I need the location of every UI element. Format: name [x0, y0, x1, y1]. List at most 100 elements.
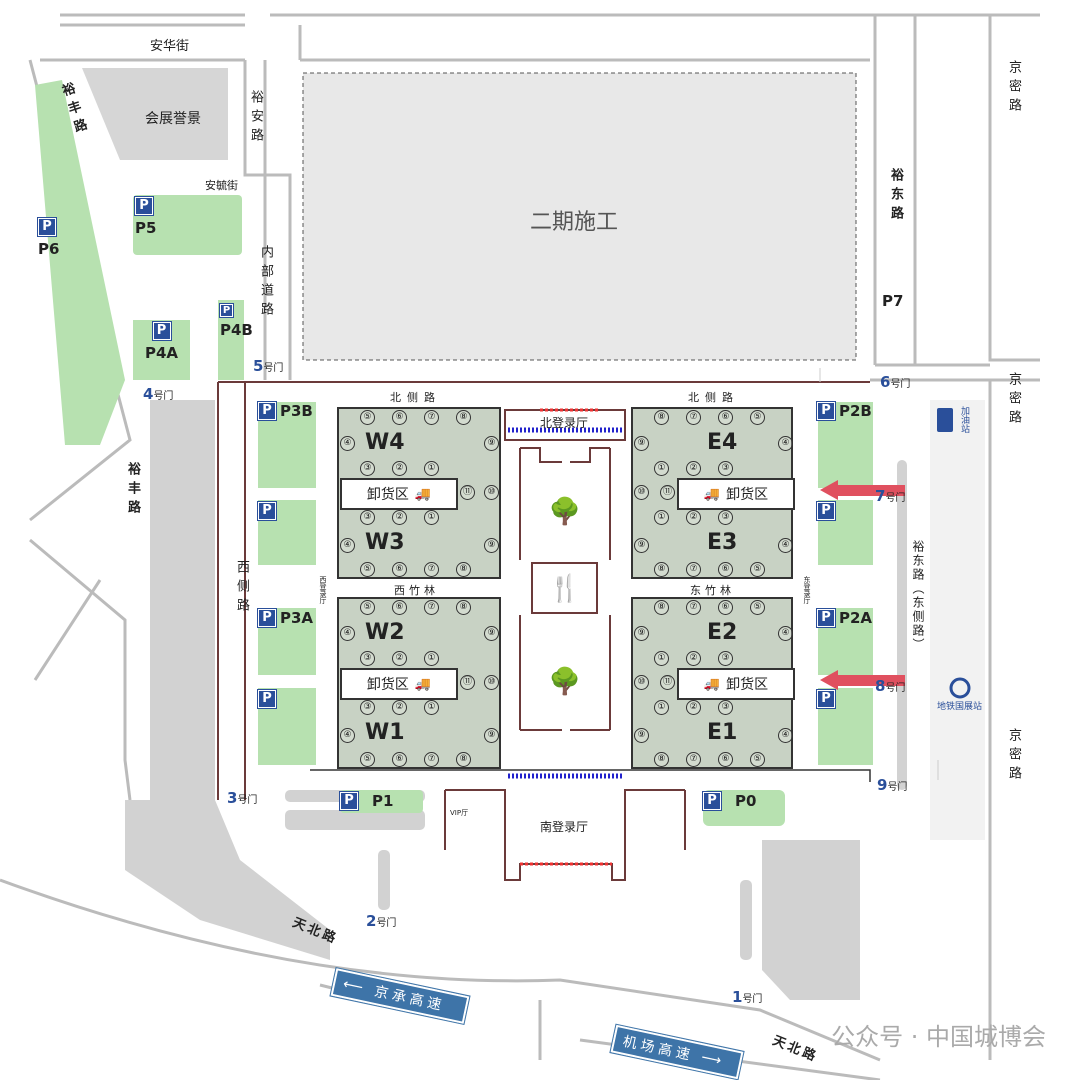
door-marker: ⑤	[360, 600, 375, 615]
door-marker: ③	[718, 651, 733, 666]
door-marker: ⑦	[686, 410, 701, 425]
truck-icon: 🚚	[703, 676, 721, 692]
gate-2[interactable]: 2号门	[366, 912, 396, 930]
gate-5[interactable]: 5号门	[253, 357, 283, 375]
door-marker: ⑧	[456, 562, 471, 577]
gate-number: 7	[875, 487, 886, 505]
unloading-area[interactable]: 🚚 卸货区	[677, 478, 795, 510]
door-marker: ②	[686, 510, 701, 525]
phase2-label: 二期施工	[530, 210, 619, 235]
parking-east-2[interactable]: P	[816, 501, 836, 521]
parking-west-4[interactable]: P	[257, 689, 277, 709]
parking-p7[interactable]: P7	[882, 292, 904, 310]
south-hall-label[interactable]: 南登录厅	[540, 820, 589, 834]
door-marker: ③	[360, 461, 375, 476]
hall-label-e4[interactable]: E4	[707, 430, 738, 455]
door-marker: ⑤	[750, 600, 765, 615]
parking-icon: P	[257, 608, 277, 628]
gate-3[interactable]: 3号门	[227, 789, 257, 807]
unloading-area[interactable]: 🚚 卸货区	[677, 668, 795, 700]
road-jingmi-2: 京密路	[1006, 372, 1021, 429]
door-marker: ②	[686, 700, 701, 715]
door-marker: ⑥	[392, 410, 407, 425]
door-marker: ①	[654, 461, 669, 476]
road-beice-e: 北侧路	[688, 391, 739, 404]
door-marker: ⑪	[460, 675, 475, 690]
unloading-label: 卸货区	[726, 487, 769, 503]
east-hall-label[interactable]: 东登录厅	[803, 576, 811, 604]
door-marker: ⑧	[654, 410, 669, 425]
door-marker: ⑦	[686, 752, 701, 767]
parking-label: P3A	[280, 609, 314, 627]
door-marker: ⑧	[654, 600, 669, 615]
gate-6[interactable]: 6号门	[880, 373, 910, 391]
gate-suffix: 号门	[742, 994, 763, 1005]
door-marker: ①	[424, 700, 439, 715]
parking-east-4[interactable]: P	[816, 689, 836, 709]
road-anhua: 安华街	[150, 39, 190, 54]
door-marker: ⑧	[654, 752, 669, 767]
door-marker: ③	[718, 510, 733, 525]
door-marker: ④	[340, 626, 355, 641]
gate-number: 5	[253, 357, 264, 375]
parking-p5-area	[133, 195, 242, 255]
door-marker: ⑥	[718, 562, 733, 577]
gas-station-icon	[937, 408, 953, 432]
gate-9[interactable]: 9号门	[877, 776, 907, 794]
hall-label-e3[interactable]: E3	[707, 530, 738, 555]
gate-number: 1	[732, 988, 743, 1006]
gate-7[interactable]: 7号门	[875, 487, 905, 505]
parking-west-2[interactable]: P	[257, 501, 277, 521]
door-marker: ⑨	[484, 538, 499, 553]
tree-icon: 🌳	[549, 495, 581, 527]
vip-label: VIP厅	[450, 809, 469, 817]
arrow-right-icon: ⟶	[699, 1049, 727, 1071]
door-marker: ①	[424, 510, 439, 525]
unloading-label: 卸货区	[726, 677, 769, 693]
metro-icon	[949, 677, 971, 699]
door-marker: ⑪	[460, 485, 475, 500]
truck-icon: 🚚	[703, 486, 721, 502]
door-marker: ③	[360, 651, 375, 666]
door-marker: ⑪	[660, 485, 675, 500]
door-marker: ④	[778, 436, 793, 451]
door-marker: ①	[424, 461, 439, 476]
door-marker: ②	[392, 461, 407, 476]
door-marker: ⑩	[634, 675, 649, 690]
parking-label: P2B	[839, 402, 872, 420]
door-marker: ⑤	[750, 752, 765, 767]
unloading-area[interactable]: 卸货区🚚	[340, 478, 458, 510]
hall-label-e1[interactable]: E1	[707, 720, 738, 745]
door-marker: ⑤	[360, 562, 375, 577]
parking-icon: P	[816, 501, 836, 521]
hall-label-w4[interactable]: W4	[365, 430, 405, 455]
parking-icon: P	[702, 791, 722, 811]
hall-label-e2[interactable]: E2	[707, 620, 738, 645]
hall-label-w1[interactable]: W1	[365, 720, 405, 745]
door-marker: ②	[686, 461, 701, 476]
gate-4[interactable]: 4号门	[143, 385, 173, 403]
watermark: 公众号 · 中国城博会	[831, 1023, 1046, 1051]
north-hall-label[interactable]: 北登录厅	[540, 416, 589, 430]
door-marker: ⑩	[484, 675, 499, 690]
gate-8[interactable]: 8号门	[875, 677, 905, 695]
gate-1[interactable]: 1号门	[732, 988, 762, 1006]
unloading-label: 卸货区	[366, 487, 409, 503]
door-marker: ⑩	[484, 485, 499, 500]
hall-label-w2[interactable]: W2	[365, 620, 405, 645]
door-marker: ⑤	[360, 410, 375, 425]
west-hall-label[interactable]: 西登录厅	[319, 576, 327, 604]
hall-label-w3[interactable]: W3	[365, 530, 405, 555]
unloading-area[interactable]: 卸货区🚚	[340, 668, 458, 700]
gray-area-west	[150, 400, 215, 800]
